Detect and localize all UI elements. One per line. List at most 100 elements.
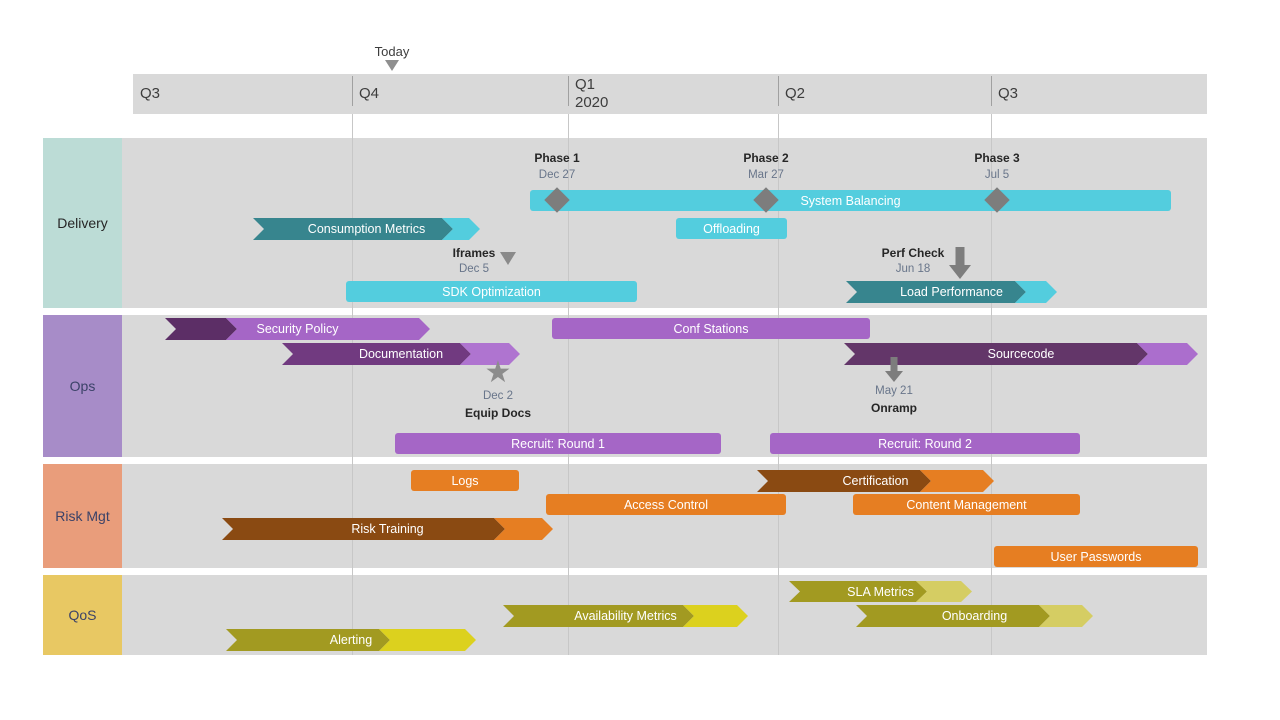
task-bar-recruit-round-2[interactable]: Recruit: Round 2 — [770, 433, 1080, 454]
milestone-date-phase-3: Jul 5 — [984, 169, 1010, 181]
task-arrow-segment — [226, 318, 430, 340]
task-arrow-label: Documentation — [282, 343, 520, 365]
task-bar-label: SLA Metrics — [847, 584, 914, 599]
task-bar-recruit-round-1[interactable]: Recruit: Round 1 — [395, 433, 721, 454]
quarter-tick — [352, 76, 353, 106]
task-arrow-segment — [1015, 281, 1057, 303]
task-bar-user-passwords[interactable]: User Passwords — [994, 546, 1198, 567]
quarter-tick — [991, 76, 992, 106]
task-arrow-segment — [503, 605, 694, 627]
task-bar-label: Risk Training — [351, 522, 424, 536]
quarter-tick — [568, 76, 569, 106]
arrow-down-glyph — [949, 247, 971, 279]
quarter-label-text: Q2 — [785, 85, 806, 102]
task-arrow-certification[interactable]: Certification — [757, 470, 994, 492]
swimlane-name: Delivery — [57, 215, 108, 231]
task-bar-label: Access Control — [623, 497, 709, 512]
today-marker-icon — [385, 60, 399, 71]
task-arrow-segment — [846, 281, 1026, 303]
milestone-date-perf-check: Jun 18 — [895, 263, 931, 275]
milestone-star-icon-equip-docs[interactable]: ★ — [484, 356, 512, 389]
task-bar-label: User Passwords — [1050, 549, 1142, 564]
swimlane-name: QoS — [68, 607, 97, 623]
milestone-date-onramp: May 21 — [875, 385, 913, 397]
milestone-date-phase-2: Mar 27 — [748, 169, 784, 181]
task-bar-label: System Balancing — [800, 193, 901, 208]
milestone-title-phase-3: Phase 3 — [974, 151, 1020, 165]
task-bar-label: Consumption Metrics — [307, 222, 426, 236]
swimlane-name: Risk Mgt — [55, 508, 110, 524]
task-arrow-label: Alerting — [226, 629, 476, 651]
task-arrow-segment — [379, 629, 476, 651]
task-bar-label: SDK Optimization — [442, 284, 541, 299]
task-bar-offloading[interactable]: Offloading — [676, 218, 787, 239]
quarter-label-text: Q4 — [359, 85, 380, 102]
task-bar-logs[interactable]: Logs — [411, 470, 519, 491]
quarter-label-text: Q3 — [140, 85, 161, 102]
task-bar-label: Load Performance — [900, 285, 1003, 299]
task-arrow-consumption-metrics[interactable]: Consumption Metrics — [253, 218, 480, 240]
task-arrow-segment — [920, 470, 994, 492]
task-arrow-label: Security Policy — [165, 318, 430, 340]
task-arrow-sourcecode[interactable]: Sourcecode — [844, 343, 1198, 365]
task-arrow-security-policy[interactable]: Security Policy — [165, 318, 430, 340]
milestone-title-onramp: Onramp — [870, 401, 917, 415]
task-bar-label: Offloading — [703, 221, 760, 236]
milestone-date-phase-1: Dec 27 — [538, 169, 576, 181]
milestone-arrow-down-small-icon-onramp[interactable] — [885, 357, 903, 382]
task-bar-label: Certification — [842, 474, 909, 488]
task-arrow-label: Sourcecode — [844, 343, 1198, 365]
task-arrow-risk-training[interactable]: Risk Training — [222, 518, 553, 540]
timeline-header-band — [133, 74, 1207, 114]
task-arrow-availability-metrics[interactable]: Availability Metrics — [503, 605, 748, 627]
task-arrow-segment — [494, 518, 553, 540]
task-arrow-segment — [683, 605, 748, 627]
arrow-down-glyph — [885, 357, 903, 382]
task-arrow-label: Availability Metrics — [503, 605, 748, 627]
task-arrow-label: Load Performance — [846, 281, 1057, 303]
task-bar-sdk-optimization[interactable]: SDK Optimization — [346, 281, 637, 302]
milestone-title-perf-check: Perf Check — [881, 246, 945, 260]
task-bar-label: Content Management — [906, 497, 1027, 512]
milestone-date-equip-docs: Dec 2 — [482, 390, 514, 402]
task-arrow-label: Consumption Metrics — [253, 218, 480, 240]
swimlane-label-ops: Ops — [43, 315, 122, 457]
task-arrow-label: SLA Metrics — [789, 581, 972, 602]
swimlane-label-delivery: Delivery — [43, 138, 122, 308]
task-arrow-segment — [282, 343, 471, 365]
task-bar-label: Recruit: Round 1 — [511, 436, 605, 451]
milestone-title-phase-2: Phase 2 — [743, 151, 789, 165]
task-arrow-segment — [460, 343, 520, 365]
quarter-gridline — [991, 114, 992, 655]
milestone-title-iframes: Iframes — [452, 246, 496, 260]
milestone-triangle-icon-iframes[interactable] — [500, 252, 516, 265]
swimlane-label-risk-mgt: Risk Mgt — [43, 464, 122, 568]
task-bar-system-balancing[interactable]: System Balancing — [530, 190, 1171, 211]
task-bar-label: Onboarding — [941, 609, 1008, 623]
task-bar-label: Alerting — [329, 633, 373, 647]
task-arrow-label: Certification — [757, 470, 994, 492]
task-arrow-segment — [222, 518, 505, 540]
task-arrow-segment — [856, 605, 1050, 627]
task-bar-label: Security Policy — [256, 322, 339, 336]
axis-quarter-label: Q3 — [998, 74, 1018, 114]
quarter-gridline — [568, 114, 569, 655]
task-arrow-load-performance[interactable]: Load Performance — [846, 281, 1057, 303]
task-bar-access-control[interactable]: Access Control — [546, 494, 786, 515]
quarter-tick — [778, 76, 779, 106]
task-bar-conf-stations[interactable]: Conf Stations — [552, 318, 870, 339]
task-arrow-alerting[interactable]: Alerting — [226, 629, 476, 651]
quarter-year-text: 2020 — [575, 94, 609, 111]
task-bar-label: Recruit: Round 2 — [878, 436, 972, 451]
task-arrow-documentation[interactable]: Documentation — [282, 343, 520, 365]
task-arrow-sla-metrics[interactable]: SLA Metrics — [789, 581, 972, 602]
swimlane-name: Ops — [69, 378, 96, 394]
milestone-title-equip-docs: Equip Docs — [464, 406, 531, 420]
milestone-arrow-down-large-icon-perf-check[interactable] — [949, 247, 971, 279]
task-arrow-onboarding[interactable]: Onboarding — [856, 605, 1093, 627]
task-arrow-label: Risk Training — [222, 518, 553, 540]
task-bar-content-management[interactable]: Content Management — [853, 494, 1080, 515]
task-arrow-segment — [1039, 605, 1093, 627]
